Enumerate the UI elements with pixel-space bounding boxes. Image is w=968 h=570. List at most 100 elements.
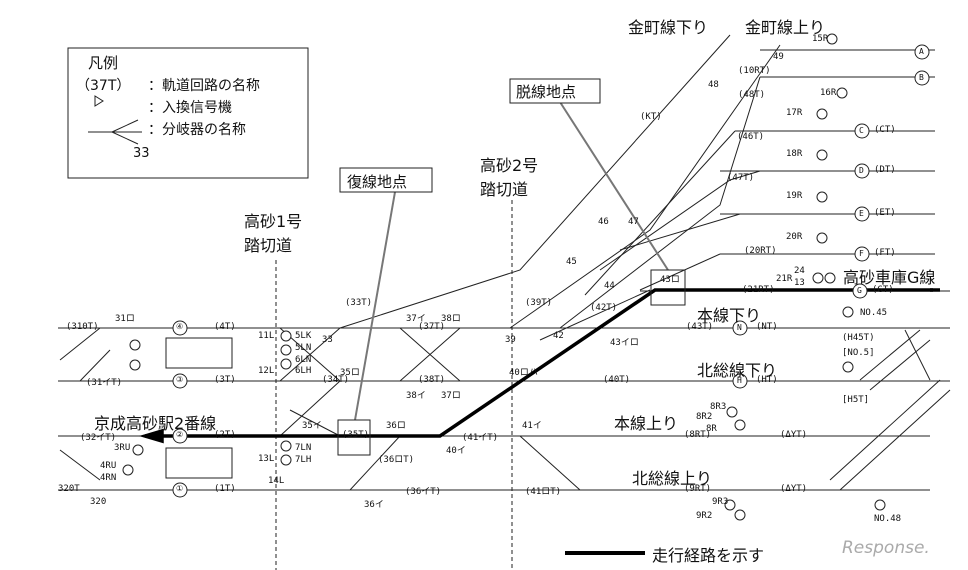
signal-label: 6LN xyxy=(295,355,312,365)
switch-label: 35イ xyxy=(302,421,322,431)
legend-track-text: ：軌道回路の名称 xyxy=(148,78,260,94)
legend-switch-text: ：分岐器の名称 xyxy=(148,122,246,138)
switch-label: 43イロ xyxy=(610,338,639,348)
switch-label: 36ロ xyxy=(386,421,406,431)
track-label: (41イT) xyxy=(462,433,499,443)
switch-label: 47 xyxy=(628,217,639,227)
derail-marker-box xyxy=(650,269,686,306)
track-label: (36イT) xyxy=(405,487,442,497)
diag-right-3 xyxy=(904,329,931,381)
switch-label: 36イ xyxy=(364,500,384,510)
track-label: (32イT) xyxy=(80,433,117,443)
track-label: (8RT) xyxy=(684,430,712,440)
switch-label: 320 xyxy=(90,497,107,507)
signal-label: 9R3 xyxy=(712,497,729,507)
platform-2 xyxy=(165,447,233,479)
track-label: (4T) xyxy=(214,322,236,332)
track-label: [NO.5] xyxy=(842,348,875,358)
switch-label: 46 xyxy=(598,217,609,227)
track-label: (43T) xyxy=(686,322,714,332)
circle-label: B xyxy=(919,73,924,82)
legend-signal-icon xyxy=(94,95,104,107)
track-label: (310T) xyxy=(66,322,99,332)
rerail-marker-box xyxy=(337,419,371,456)
track-label: (48T) xyxy=(738,90,766,100)
track-label: (31イT) xyxy=(86,378,123,388)
crossing1-line1: 高砂1号 xyxy=(244,212,303,231)
track-label: (2T) xyxy=(214,430,236,440)
signal-label: 24 xyxy=(794,266,805,276)
track-label: (20RT) xyxy=(744,246,777,256)
circle-label: F xyxy=(859,249,864,258)
derail-point-label: 脱線地点 xyxy=(516,83,577,101)
track-label: (33T) xyxy=(345,298,373,308)
signal-label: 18R xyxy=(786,149,803,159)
signal-label: 5LN xyxy=(295,343,312,353)
track-label: (21RT) xyxy=(742,285,775,295)
branch-kanamachi-down xyxy=(339,34,731,329)
diag-right-2 xyxy=(829,379,951,491)
track-label: (DT) xyxy=(874,165,896,175)
signal-label: 14L xyxy=(268,476,285,486)
track-label: (CT) xyxy=(874,125,896,135)
track-label: (9RT) xyxy=(684,484,712,494)
track-label: (3T) xyxy=(214,375,236,385)
line-keisei-takasago-2: 京成高砂駅2番線 xyxy=(94,414,217,433)
stub-31 xyxy=(79,349,111,382)
signal-label: 15R xyxy=(812,34,829,44)
track-label: (35T) xyxy=(342,430,370,440)
legend-title: 凡例 xyxy=(88,54,119,72)
track-label: (41ロT) xyxy=(525,487,562,497)
switch-label: 41イ xyxy=(522,421,542,431)
circle-label: ④ xyxy=(176,322,184,331)
track-label: (46T) xyxy=(737,132,765,142)
derail-point-box xyxy=(509,78,601,104)
crossing1-line2: 踏切道 xyxy=(244,236,293,255)
signal-label: 9R2 xyxy=(696,511,713,521)
line-kanamachi-down: 金町線下り xyxy=(628,18,709,37)
legend-signal-text: ：入換信号機 xyxy=(148,100,232,116)
track-label: (42T) xyxy=(590,303,618,313)
track-label: (40T) xyxy=(603,375,631,385)
switch-label: 45 xyxy=(566,257,577,267)
circle-label: N xyxy=(737,323,742,332)
crossing2-line2: 踏切道 xyxy=(480,180,529,199)
line-hokuso-down: 北総線下り xyxy=(697,361,778,380)
line-main-down: 本線下り xyxy=(697,306,762,325)
signal-label: 8R xyxy=(706,424,717,434)
stub-310 xyxy=(59,327,101,361)
switch-label: 44 xyxy=(604,281,615,291)
track-label: (GT) xyxy=(872,285,894,295)
signal-label: NO.48 xyxy=(874,514,902,524)
platform-1 xyxy=(165,337,233,369)
switch-label: 49 xyxy=(773,52,784,62)
signal-label: 13L xyxy=(258,454,275,464)
track-label: (10RT) xyxy=(738,66,771,76)
track-label: (37T) xyxy=(418,322,446,332)
track-label: (FT) xyxy=(874,248,896,258)
switch-label: 38ロ xyxy=(441,314,461,324)
signal-label: 20R xyxy=(786,232,803,242)
switch-label: 35ロ xyxy=(340,368,360,378)
crossover-4 xyxy=(289,409,341,437)
circle-label: ③ xyxy=(176,375,184,384)
circle-label: E xyxy=(859,209,864,218)
track-label: (H45T) xyxy=(842,333,875,343)
circle-label: C xyxy=(859,126,864,135)
branch-b xyxy=(559,76,761,329)
legend-box xyxy=(67,47,309,179)
signal-label: 13 xyxy=(794,278,805,288)
circle-label: ① xyxy=(176,484,184,493)
signal-label: 7LH xyxy=(295,455,312,465)
rerail-point-label: 復線地点 xyxy=(347,173,408,191)
track-label: (ΔYT) xyxy=(780,430,808,440)
signal-label: 16R xyxy=(820,88,837,98)
circle-label: A xyxy=(919,47,924,56)
track-label: (HT) xyxy=(756,375,778,385)
diag-right-1 xyxy=(859,329,931,391)
track-label: (47T) xyxy=(727,173,755,183)
track-label: 320T xyxy=(58,484,80,494)
legend-track-code: （37T） xyxy=(76,78,131,94)
track-label: (ΔYT) xyxy=(780,484,808,494)
route-legend-label: 走行経路を示す xyxy=(652,546,765,565)
